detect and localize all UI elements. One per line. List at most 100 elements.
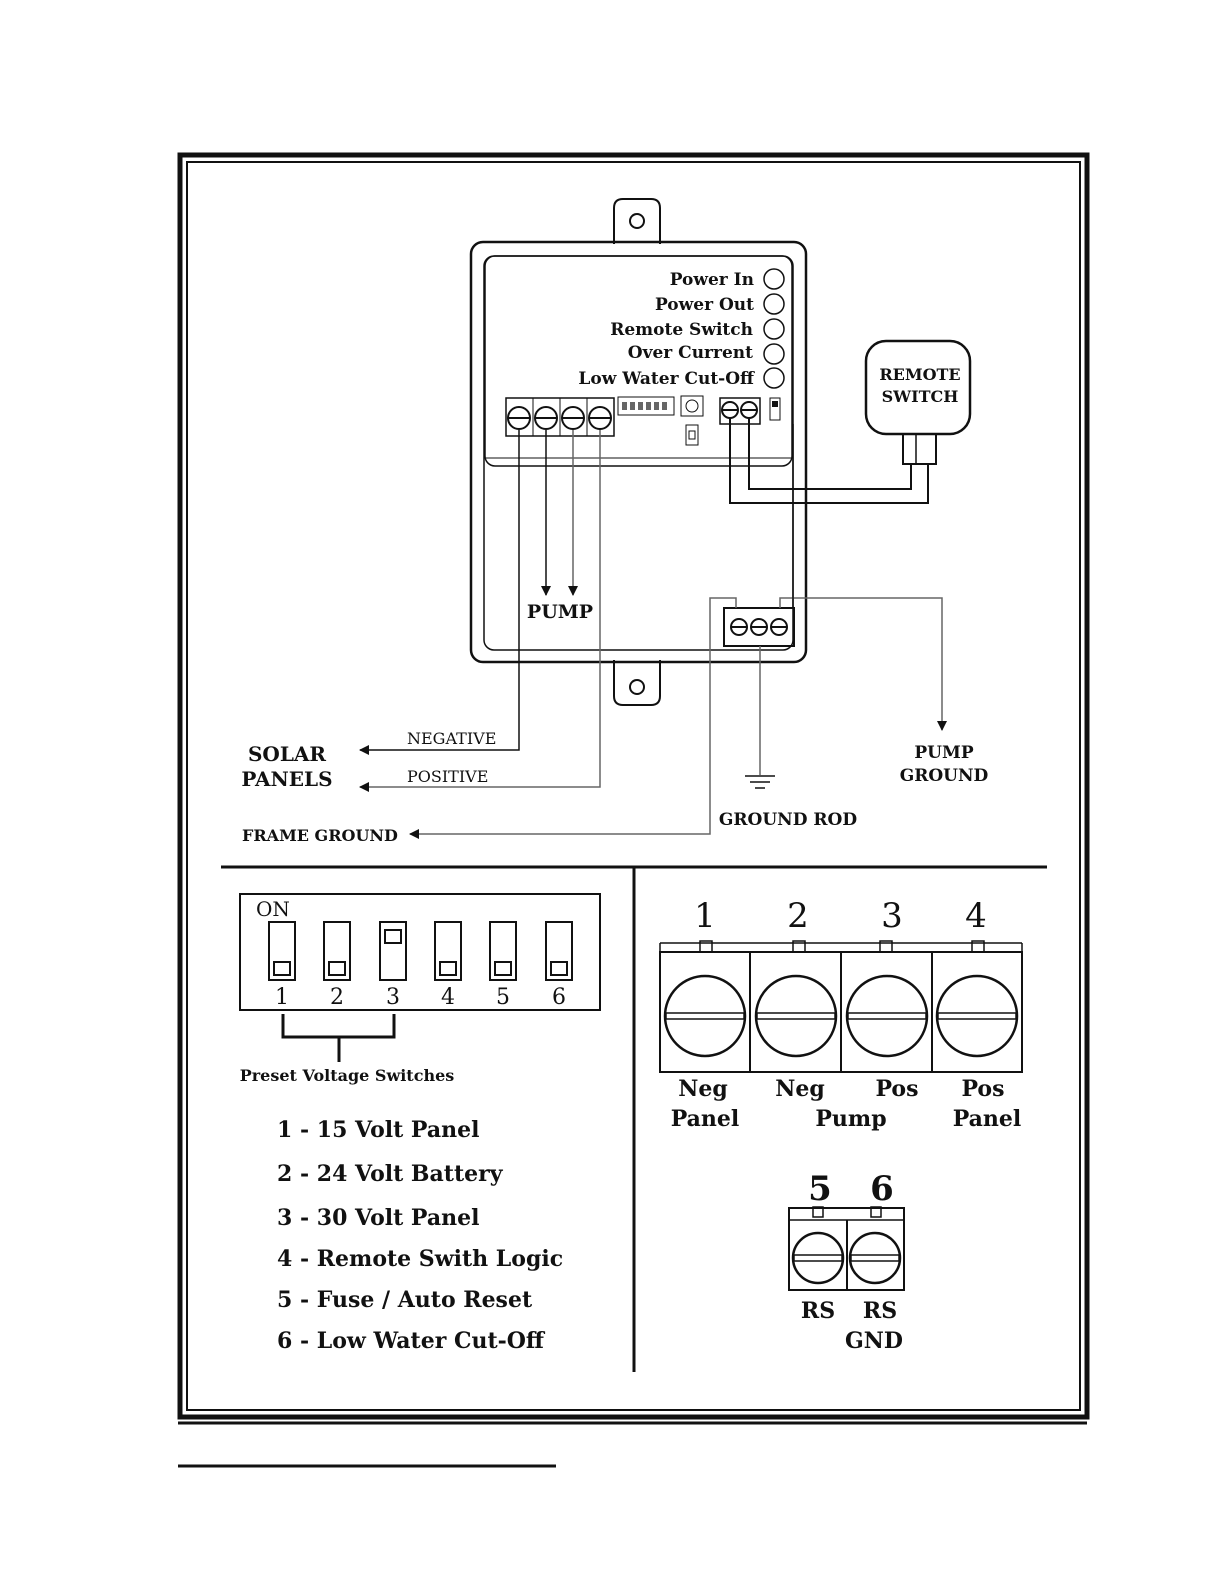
terminal-block-detail: 1 2 3 4 Neg Panel Neg Pump Pos Pos Panel xyxy=(659,896,1023,1132)
power-in-led-icon xyxy=(763,268,785,290)
rs-terminal-detail: 5 6 RS RS GND xyxy=(788,1169,905,1354)
controller-box xyxy=(469,198,808,706)
dip-switch-knob xyxy=(384,929,402,944)
rs-terminal-number: 6 xyxy=(870,1169,894,1209)
screw-icon xyxy=(750,618,768,636)
switch-legend-item: 1 - 15 Volt Panel xyxy=(277,1117,480,1143)
large-screw-icon xyxy=(754,974,838,1058)
dip-switch-number: 2 xyxy=(330,985,344,1010)
large-screw-icon xyxy=(663,974,747,1058)
dip-switch[interactable]: 6 xyxy=(545,921,573,1010)
section-dividers xyxy=(221,865,1047,1372)
dip-switch-detail: ON 1 2 3 4 5 6 Preset Voltage Switches xyxy=(239,893,601,1085)
large-screw-icon xyxy=(935,974,1019,1058)
dip-switch-number: 5 xyxy=(496,985,510,1010)
screw-icon xyxy=(770,618,788,636)
board-terminal-block xyxy=(505,397,615,437)
dip-switch-number: 3 xyxy=(386,985,400,1010)
indicator-remote-switch-label: Remote Switch xyxy=(610,320,753,340)
terminal-label-neg-panel-top: Neg xyxy=(678,1076,728,1102)
large-screw-icon xyxy=(845,974,929,1058)
switch-legend-item: 4 - Remote Swith Logic xyxy=(277,1246,563,1272)
indicator-power-out-label: Power Out xyxy=(655,295,754,315)
ground-rod-label: GROUND ROD xyxy=(719,810,857,830)
screw-icon xyxy=(507,406,531,430)
screw-icon xyxy=(721,401,739,419)
terminal-number: 2 xyxy=(787,896,809,936)
dip-switch-knob xyxy=(439,961,457,976)
terminal-notch-icon xyxy=(870,1206,882,1218)
remote-switch-led-icon xyxy=(763,318,785,340)
terminal-label-pos-panel-top: Pos xyxy=(961,1076,1004,1102)
terminal-notch-icon xyxy=(699,940,713,953)
dip-switch-knob xyxy=(273,961,291,976)
pump-ground-label-line2: GROUND xyxy=(900,766,989,786)
dip-switch-number: 6 xyxy=(552,985,566,1010)
terminal-label-neg-pump: Neg xyxy=(775,1076,825,1102)
switch-legend-item: 2 - 24 Volt Battery xyxy=(277,1161,504,1187)
screw-icon xyxy=(740,401,758,419)
indicator-list: Power In Power Out Remote Switch Over Cu… xyxy=(578,268,785,389)
screw-icon xyxy=(561,406,585,430)
screw-icon xyxy=(730,618,748,636)
terminal-notch-icon xyxy=(812,1206,824,1218)
ground-symbol-icon xyxy=(745,775,775,789)
positive-label: POSITIVE xyxy=(407,767,488,786)
terminal-label-pos-panel-bottom: Panel xyxy=(953,1106,1022,1132)
dip-switch[interactable]: 4 xyxy=(434,921,462,1010)
low-water-led-icon xyxy=(763,367,785,389)
dip-switch[interactable]: 3 xyxy=(379,921,407,1010)
switch-legend-item: 6 - Low Water Cut-Off xyxy=(277,1328,546,1354)
remote-switch-wires xyxy=(729,418,929,504)
switch-legend: 1 - 15 Volt Panel 2 - 24 Volt Battery 3 … xyxy=(277,1117,563,1354)
switch-legend-item: 5 - Fuse / Auto Reset xyxy=(277,1287,533,1313)
terminal-notch-icon xyxy=(792,940,806,953)
rs-label: RS xyxy=(801,1298,835,1324)
terminal-notch-icon xyxy=(971,940,985,953)
terminal-notch-icon xyxy=(879,940,893,953)
ground-terminal-block xyxy=(723,607,795,647)
preset-bracket xyxy=(281,1014,396,1062)
solar-panels-label-line2: PANELS xyxy=(241,767,332,791)
remote-switch: REMOTE SWITCH xyxy=(864,339,972,465)
dip-on-label: ON xyxy=(256,897,290,921)
indicator-over-current-label: Over Current xyxy=(628,343,753,363)
dip-switch-knob xyxy=(550,961,568,976)
preset-voltage-label: Preset Voltage Switches xyxy=(240,1066,455,1085)
terminal-label-pump: Pump xyxy=(815,1106,886,1132)
board-dip-switch-icon xyxy=(617,396,675,416)
rs-gnd-label-top: RS xyxy=(863,1298,897,1324)
indicator-low-water-label: Low Water Cut-Off xyxy=(578,369,755,389)
pump-label: PUMP xyxy=(527,601,593,623)
solar-pump-wires xyxy=(359,424,947,839)
terminal-number: 3 xyxy=(881,896,903,936)
negative-label: NEGATIVE xyxy=(407,729,496,748)
remote-switch-label-line1: REMOTE xyxy=(879,365,960,384)
terminal-number: 4 xyxy=(965,896,987,936)
screw-icon xyxy=(534,406,558,430)
switch-legend-item: 3 - 30 Volt Panel xyxy=(277,1205,480,1231)
frame-ground-label: FRAME GROUND xyxy=(242,826,398,845)
rs-gnd-label-bottom: GND xyxy=(845,1328,903,1354)
power-out-led-icon xyxy=(763,293,785,315)
terminal-label-neg-panel-bottom: Panel xyxy=(671,1106,740,1132)
solar-panels-label-line1: SOLAR xyxy=(248,742,326,766)
remote-switch-label-line2: SWITCH xyxy=(882,387,959,406)
terminal-number: 1 xyxy=(694,896,716,936)
dip-switch[interactable]: 5 xyxy=(489,921,517,1010)
over-current-led-icon xyxy=(763,343,785,365)
page-frame xyxy=(177,152,1090,1468)
rs-terminal-number: 5 xyxy=(808,1169,832,1209)
pump-ground-label-line1: PUMP xyxy=(914,743,973,763)
screw-icon xyxy=(848,1231,902,1285)
potentiometer-icon xyxy=(680,395,704,446)
dip-switch-knob xyxy=(328,961,346,976)
dip-switch-row: 1 2 3 4 5 6 xyxy=(268,921,573,1010)
terminal-label-pos-pump: Pos xyxy=(875,1076,918,1102)
dip-switch[interactable]: 1 xyxy=(268,921,296,1010)
screw-icon xyxy=(791,1231,845,1285)
dip-switch-knob xyxy=(494,961,512,976)
dip-switch[interactable]: 2 xyxy=(323,921,351,1010)
dip-switch-number: 4 xyxy=(441,985,455,1010)
